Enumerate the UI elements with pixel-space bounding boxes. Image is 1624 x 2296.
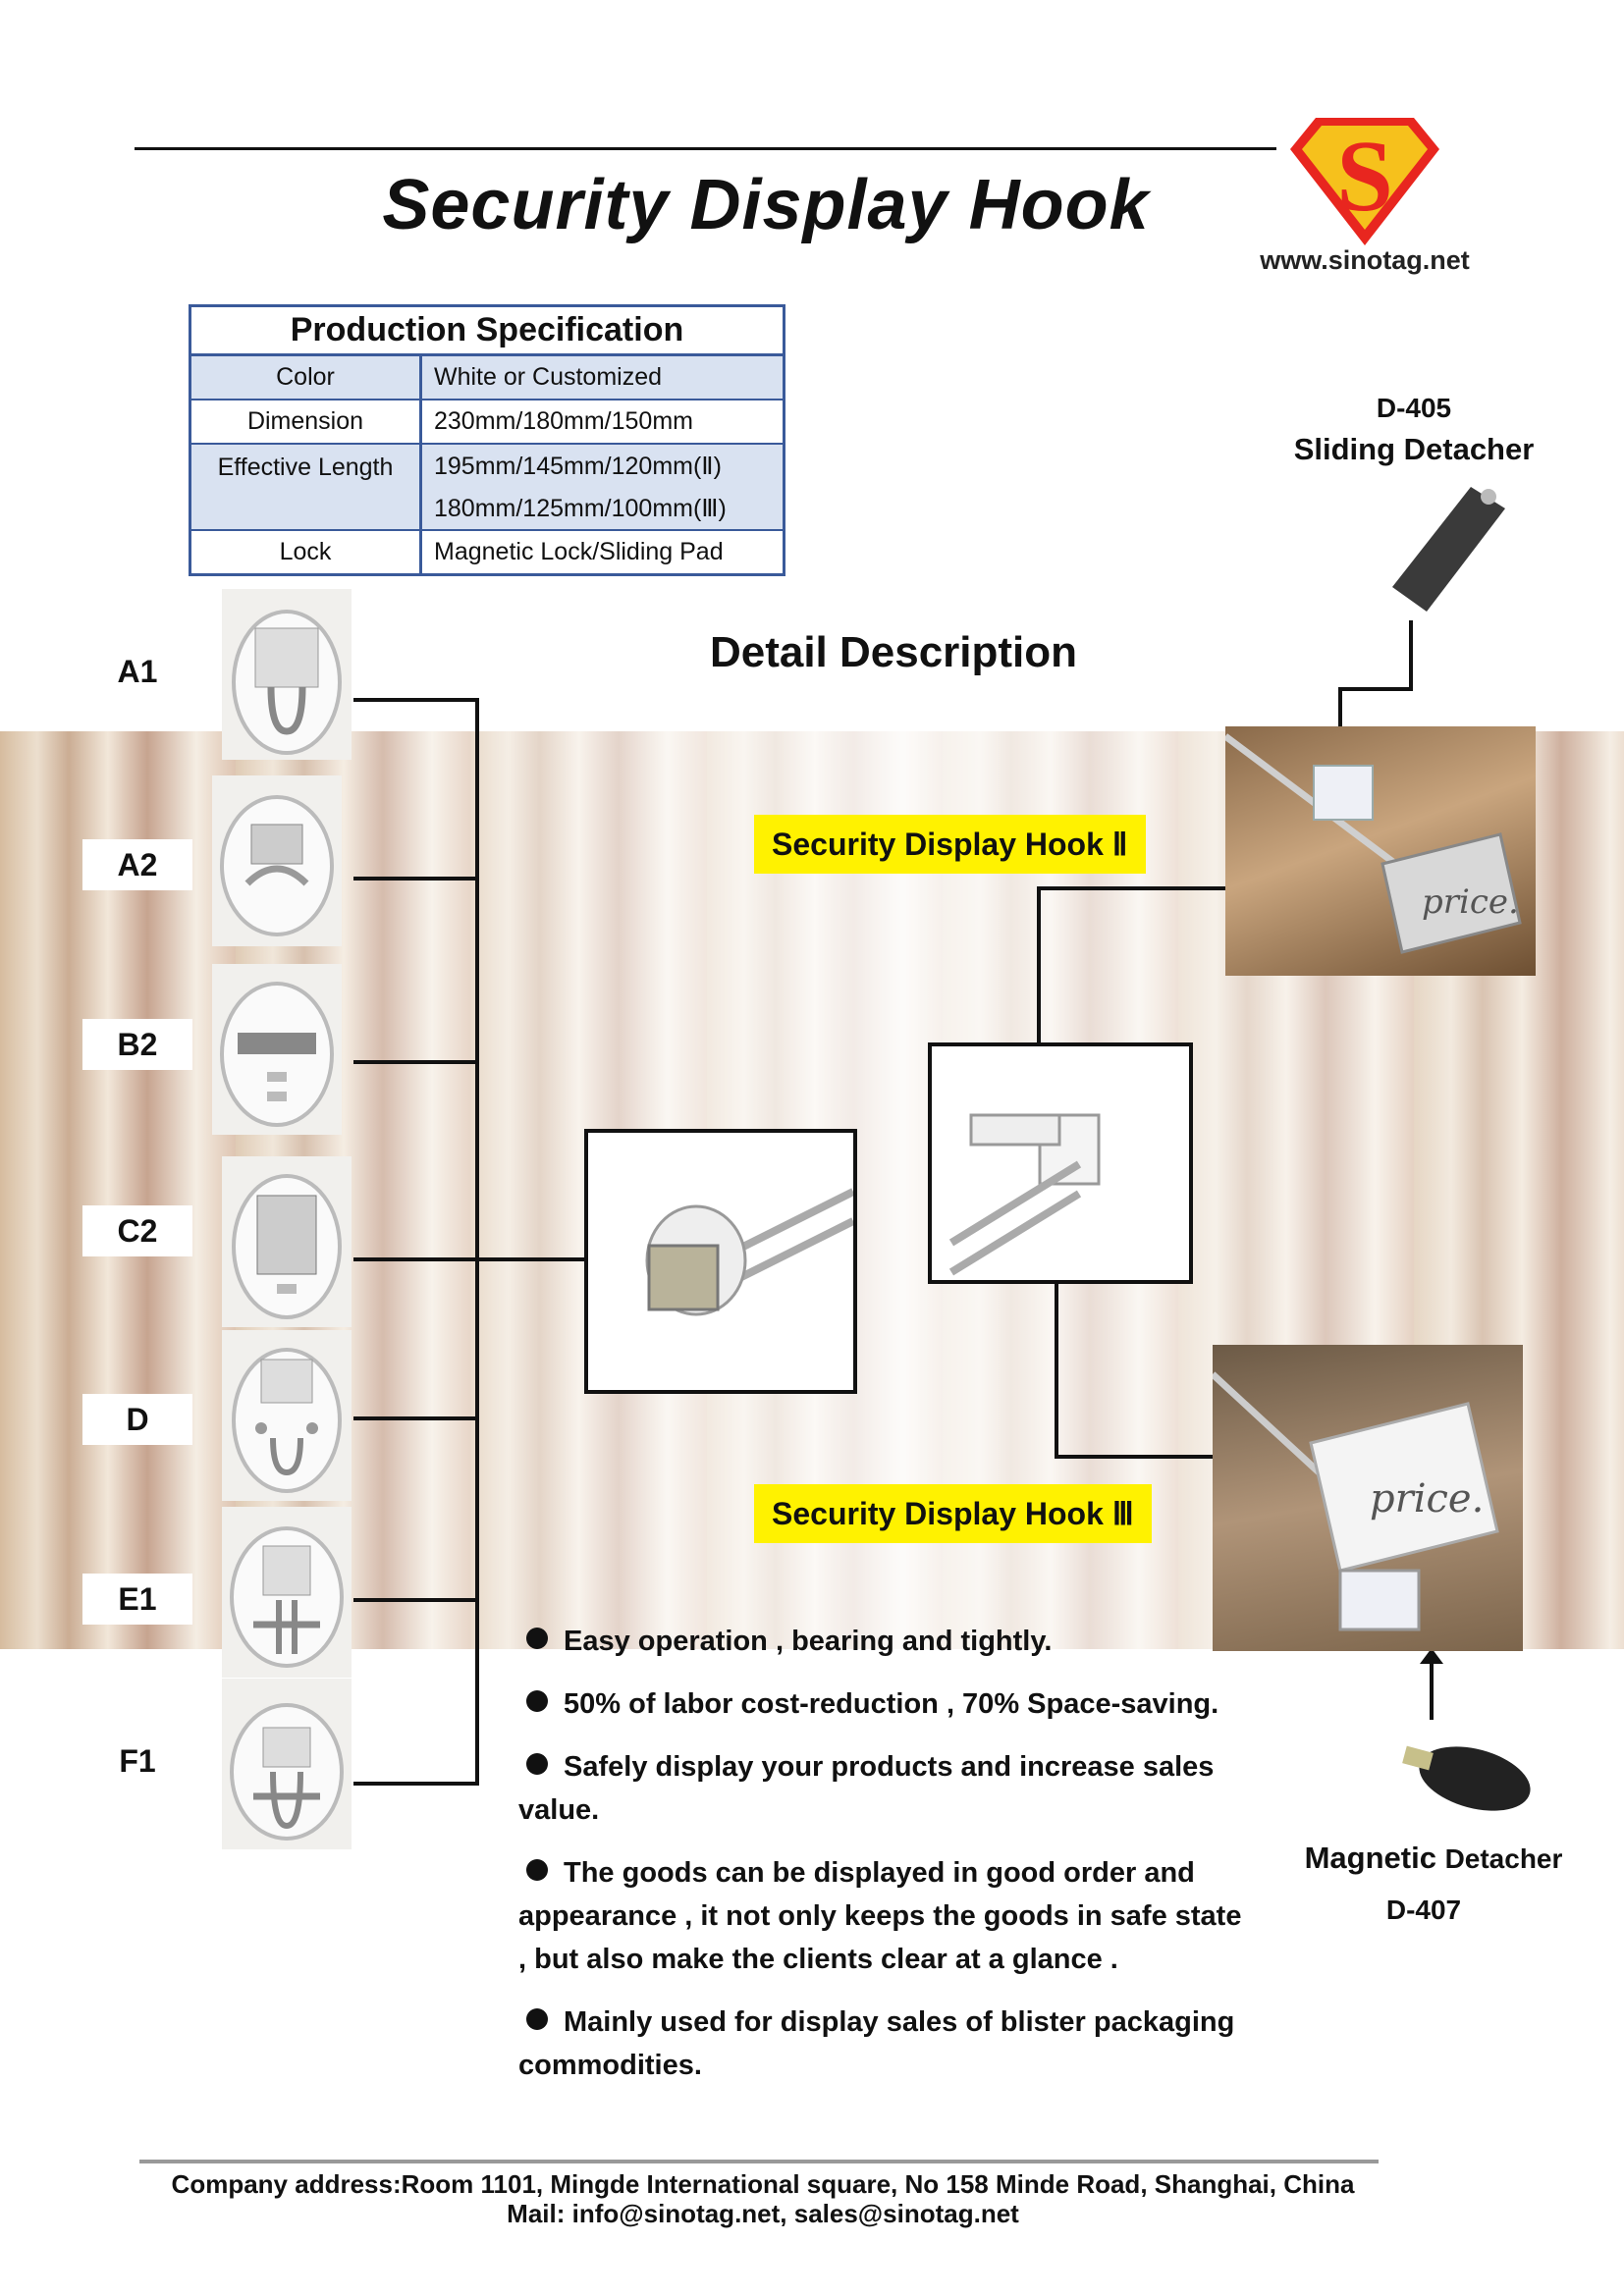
spec-value-effective-length-ii: 195mm/145mm/120mm(Ⅱ) (420, 443, 785, 487)
model-image-a1 (222, 589, 352, 760)
feature-item: 50% of labor cost-reduction , 70% Space-… (518, 1682, 1255, 1726)
logo-letter: S (1336, 120, 1393, 233)
model-label-a1: A1 (82, 646, 192, 697)
feature-item: Safely display your products and increas… (518, 1745, 1255, 1832)
spec-label-dimension: Dimension (189, 399, 422, 444)
model-image-d (222, 1330, 352, 1501)
spec-label-color: Color (189, 353, 422, 400)
model-label-f1: F1 (82, 1735, 192, 1787)
hook-iii-photo: price. (1210, 1345, 1523, 1651)
spec-value-lock: Magnetic Lock/Sliding Pad (420, 529, 785, 575)
spec-value-color: White or Customized (420, 353, 785, 400)
spec-table-title: Production Specification (189, 305, 785, 356)
feature-item: The goods can be displayed in good order… (518, 1851, 1255, 1981)
magnetic-detacher-name: Magnetic Detacher (1257, 1841, 1610, 1876)
production-spec-table: Production Specification Color White or … (189, 304, 785, 576)
model-image-a2 (212, 775, 342, 946)
bullet-icon (526, 1628, 548, 1649)
magnetic-detacher-icon (1386, 1728, 1534, 1826)
price-label-ii: price. (1422, 882, 1519, 922)
model-label-d: D (82, 1394, 192, 1445)
spec-value-effective-length-iii: 180mm/125mm/100mm(Ⅲ) (420, 487, 785, 530)
page-title: Security Display Hook (382, 166, 1150, 244)
feature-text: 50% of labor cost-reduction , 70% Space-… (564, 1688, 1219, 1720)
model-label-b2: B2 (82, 1019, 192, 1070)
hook-detail-photo (584, 1129, 857, 1394)
hook-ii-photo: price. (1222, 726, 1536, 976)
feature-text: The goods can be displayed in good order… (518, 1857, 1242, 1975)
sliding-detacher-name: Sliding Detacher (1293, 432, 1535, 466)
model-label-e1: E1 (82, 1574, 192, 1625)
sliding-detacher-icon (1382, 479, 1510, 616)
feature-list: Easy operation , bearing and tightly. 50… (518, 1620, 1255, 2107)
price-label-iii: price. (1370, 1476, 1484, 1522)
model-label-a2: A2 (82, 839, 192, 890)
magnetic-detacher-name-bold: Magnetic (1304, 1841, 1436, 1875)
bullet-icon (526, 1690, 548, 1712)
top-rule (135, 147, 1276, 150)
spec-label-effective-length: Effective Length (189, 443, 422, 530)
tag-hook-iii: Security Display Hook Ⅲ (754, 1484, 1152, 1543)
sliding-detacher-code: D-405 (1376, 393, 1452, 423)
magnetic-detacher-name-rest: Detacher (1444, 1843, 1563, 1874)
hook-end-photo (928, 1042, 1193, 1284)
footer: Company address:Room 1101, Mingde Intern… (118, 2169, 1408, 2228)
feature-text: Mainly used for display sales of blister… (518, 2006, 1235, 2081)
model-image-f1 (222, 1679, 352, 1849)
superman-logo: S (1286, 110, 1443, 249)
feature-text: Easy operation , bearing and tightly. (564, 1626, 1053, 1657)
feature-text: Safely display your products and increas… (518, 1751, 1215, 1826)
model-image-c2 (222, 1156, 352, 1327)
magnetic-detacher-code: D-407 (1385, 1895, 1462, 1925)
model-image-e1 (222, 1507, 352, 1678)
detail-heading: Detail Description (709, 628, 1078, 676)
bullet-icon (526, 1753, 548, 1775)
company-address: Company address:Room 1101, Mingde Intern… (171, 2169, 1355, 2199)
bullet-icon (526, 1859, 548, 1881)
bullet-icon (526, 2008, 548, 2030)
website-url[interactable]: www.sinotag.net (1260, 245, 1470, 275)
spec-value-dimension: 230mm/180mm/150mm (420, 399, 785, 444)
feature-item: Mainly used for display sales of blister… (518, 2001, 1255, 2087)
model-image-b2 (212, 964, 342, 1135)
tag-hook-ii: Security Display Hook Ⅱ (754, 815, 1146, 874)
contact-mail[interactable]: Mail: info@sinotag.net, sales@sinotag.ne… (507, 2199, 1019, 2228)
feature-item: Easy operation , bearing and tightly. (518, 1620, 1255, 1663)
bottom-rule (139, 2160, 1379, 2163)
model-label-c2: C2 (82, 1205, 192, 1256)
spec-label-lock: Lock (189, 529, 422, 575)
